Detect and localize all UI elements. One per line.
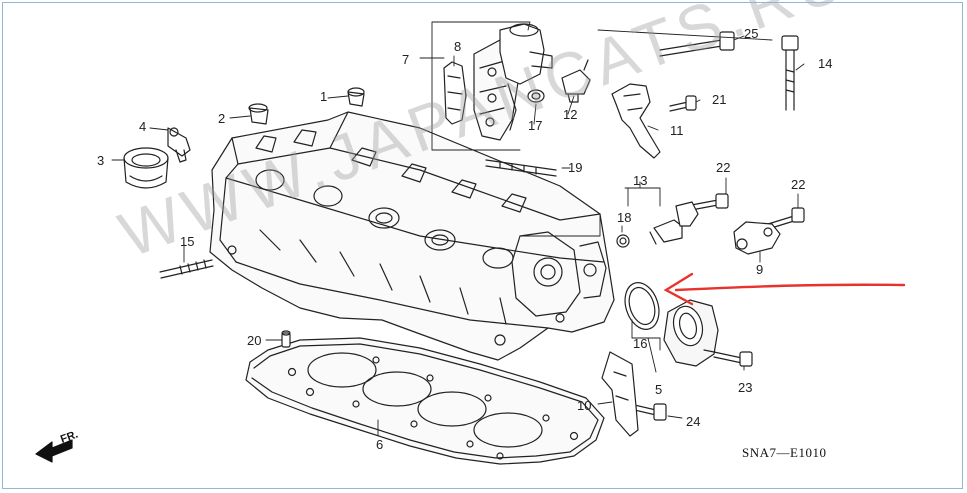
callout-17: 17 bbox=[528, 118, 542, 133]
callout-13: 13 bbox=[633, 173, 647, 188]
bolt-24 bbox=[659, 31, 735, 57]
sensor-12 bbox=[561, 59, 591, 103]
callout-10: 10 bbox=[577, 398, 591, 413]
stud-bolt-15 bbox=[159, 259, 214, 279]
filler-cap bbox=[123, 147, 169, 189]
front-direction-arrow-icon bbox=[35, 439, 73, 463]
callout-25: 25 bbox=[744, 26, 758, 41]
callout-9: 9 bbox=[756, 262, 763, 277]
bolt-23 bbox=[713, 351, 753, 367]
callout-24: 24 bbox=[686, 414, 700, 429]
callout-4: 4 bbox=[139, 119, 146, 134]
callout-22: 22 bbox=[716, 160, 730, 175]
seal-1 bbox=[347, 87, 365, 107]
head-gasket bbox=[245, 337, 605, 465]
callout-12: 12 bbox=[563, 107, 577, 122]
callout-23: 23 bbox=[738, 380, 752, 395]
o-ring-18 bbox=[616, 234, 630, 248]
callout-8: 8 bbox=[454, 39, 461, 54]
stud-bolt-19 bbox=[485, 159, 557, 177]
callout-6: 6 bbox=[376, 437, 383, 452]
bolt-14 bbox=[781, 35, 799, 111]
callout-7: 7 bbox=[402, 52, 409, 67]
washer-17 bbox=[527, 89, 545, 103]
water-passage-5 bbox=[663, 299, 719, 367]
spool-valve-assembly bbox=[443, 23, 553, 141]
callout-14: 14 bbox=[818, 56, 832, 71]
diagram-code: SNA7—E1010 bbox=[742, 445, 826, 460]
callout-22: 22 bbox=[791, 177, 805, 192]
callout-16: 16 bbox=[633, 336, 647, 351]
callout-18: 18 bbox=[617, 210, 631, 225]
leader-lines bbox=[111, 21, 805, 437]
callout-labels: 1234567891011121314151617181920212222232… bbox=[97, 26, 832, 452]
seal-2 bbox=[248, 103, 269, 125]
callout-20: 20 bbox=[247, 333, 261, 348]
bracket-10 bbox=[601, 351, 639, 437]
sensor-4 bbox=[167, 127, 191, 163]
callout-21: 21 bbox=[712, 92, 726, 107]
bracket-11 bbox=[611, 83, 661, 159]
callout-5: 5 bbox=[655, 382, 662, 397]
highlight-arrow bbox=[663, 272, 906, 306]
front-direction-label: FR. bbox=[59, 428, 80, 445]
callout-3: 3 bbox=[97, 153, 104, 168]
bolt-21 bbox=[669, 95, 697, 112]
callout-15: 15 bbox=[180, 234, 194, 249]
water-outlet-9 bbox=[733, 221, 781, 255]
callout-11: 11 bbox=[670, 123, 684, 138]
callout-19: 19 bbox=[568, 160, 582, 175]
gasket-16 bbox=[624, 282, 660, 330]
callout-1: 1 bbox=[320, 89, 327, 104]
callout-2: 2 bbox=[218, 111, 225, 126]
dowel-pin bbox=[281, 330, 291, 348]
cylinder-head bbox=[209, 111, 615, 361]
sensor-13 bbox=[649, 201, 699, 245]
